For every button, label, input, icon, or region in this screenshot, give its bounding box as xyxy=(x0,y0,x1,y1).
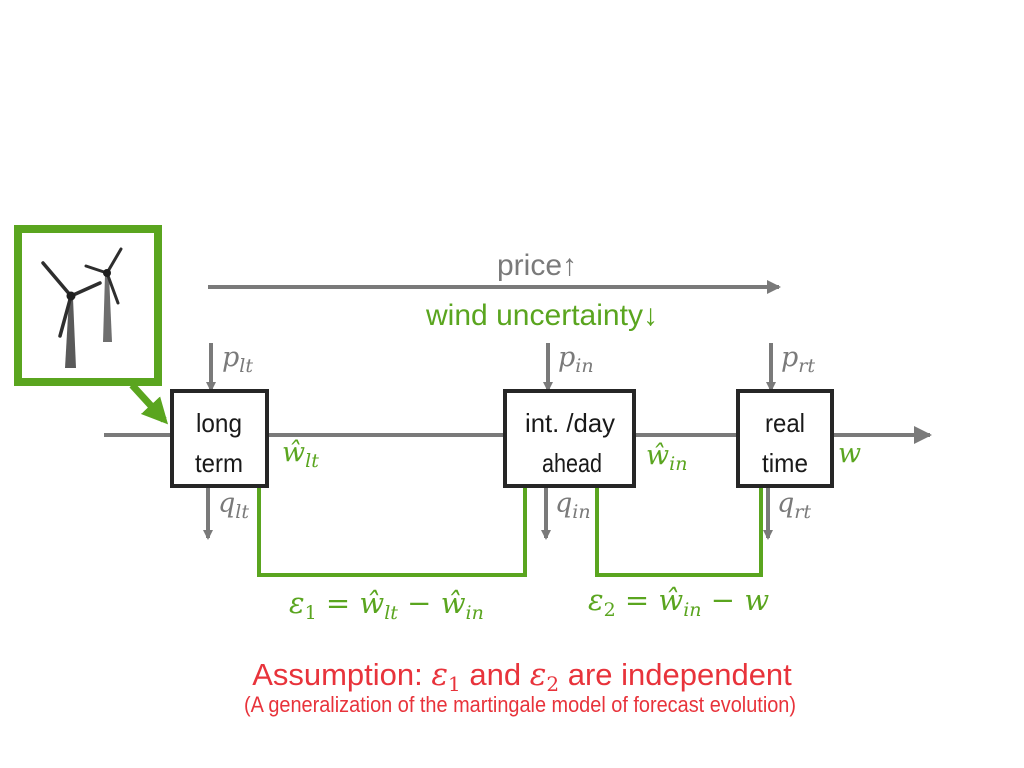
turbine-to-stage-arrow xyxy=(129,382,169,425)
e2-op: − xyxy=(702,583,745,617)
assumption-suffix: are independent xyxy=(559,657,792,692)
e2-lhs-sub: 2 xyxy=(604,599,616,621)
e1-eq: = xyxy=(317,586,360,620)
wind-uncertainty-text: wind uncertainty xyxy=(425,299,643,332)
stage-label-long-term-1: long xyxy=(196,408,242,438)
quantity-symbol-in-sub: in xyxy=(572,501,590,523)
forecast-symbol-in-main: ŵ xyxy=(646,440,669,471)
wind-uncertainty-label: wind uncertainty↓ xyxy=(425,299,658,332)
error-link-2 xyxy=(595,485,763,577)
price-symbol-rt: prt xyxy=(781,342,815,377)
stage-label-day-ahead-1: int. /day xyxy=(525,408,615,438)
price-symbol-rt-sub: rt xyxy=(798,355,815,377)
assumption-e2-main: ε xyxy=(530,657,547,693)
price-symbol-in-sub: in xyxy=(575,355,593,377)
assumption-line: Assumption: ε1 and ε2 are independent xyxy=(252,657,792,696)
price-symbol-rt-main: p xyxy=(781,342,798,373)
e1-b-main: ŵ xyxy=(441,586,466,620)
quantity-symbol-in-main: q xyxy=(555,488,572,519)
price-label-text: price xyxy=(497,249,562,282)
e1-op: − xyxy=(398,586,441,620)
stage-label-real-time-1: real xyxy=(765,408,805,438)
assumption-note: (A generalization of the martingale mode… xyxy=(244,692,796,717)
price-symbol-lt: plt xyxy=(222,342,253,377)
quantity-symbol-lt: qlt xyxy=(218,488,249,523)
forecast-symbol-lt: ŵlt xyxy=(282,437,319,472)
price-symbol-in: pin xyxy=(558,342,594,377)
quantity-symbol-lt-sub: lt xyxy=(235,501,249,523)
realized-wind-symbol: w xyxy=(838,438,861,469)
e1-lhs-main: ε xyxy=(289,586,305,620)
e1-b-sub: in xyxy=(466,602,484,624)
e2-a-sub: in xyxy=(683,599,701,621)
forecast-symbol-in: ŵin xyxy=(646,440,687,475)
quantity-symbol-rt-sub: rt xyxy=(794,501,811,523)
quantity-symbol-rt: qrt xyxy=(777,488,811,523)
error-link-1 xyxy=(257,485,527,577)
turbine-icon-group xyxy=(14,225,162,386)
quantity-symbol-lt-main: q xyxy=(218,488,235,519)
e1-lhs-sub: 1 xyxy=(305,602,317,624)
realized-wind-symbol-main: w xyxy=(838,438,861,469)
price-symbol-in-main: p xyxy=(558,342,575,373)
wind-turbines-icon xyxy=(41,247,123,368)
price-up-arrow: ↑ xyxy=(562,249,577,282)
assumption-prefix: Assumption: xyxy=(252,657,431,692)
price-symbol-lt-main: p xyxy=(222,342,239,373)
stage-box-day-ahead xyxy=(503,389,636,488)
quantity-symbol-rt-main: q xyxy=(777,488,794,519)
assumption-e1-sub: 1 xyxy=(448,672,461,696)
error-equation-2: ε2 = ŵin − w xyxy=(588,583,769,621)
wind-down-arrow: ↓ xyxy=(643,299,658,332)
forecast-symbol-lt-sub: lt xyxy=(305,450,319,472)
e2-lhs-main: ε xyxy=(588,583,604,617)
stage-label-long-term-2: term xyxy=(195,448,243,478)
price-label: price↑ xyxy=(497,249,577,282)
e1-a-main: ŵ xyxy=(359,586,384,620)
e2-eq: = xyxy=(616,583,659,617)
stage-label-day-ahead-2: ahead xyxy=(542,448,602,478)
stage-box-long-term xyxy=(170,389,269,488)
assumption-mid: and xyxy=(461,657,530,692)
e2-b-main: w xyxy=(744,583,769,617)
quantity-symbol-in: qin xyxy=(555,488,591,523)
stage-box-real-time xyxy=(736,389,834,488)
error-equation-1: ε1 = ŵlt − ŵin xyxy=(289,586,484,624)
e1-a-sub: lt xyxy=(384,602,398,624)
stage-label-real-time-2: time xyxy=(762,448,808,478)
price-symbol-lt-sub: lt xyxy=(239,355,253,377)
assumption-e1-main: ε xyxy=(431,657,448,693)
forecast-symbol-lt-main: ŵ xyxy=(282,437,305,468)
assumption-e2-sub: 2 xyxy=(546,672,559,696)
e2-a-main: ŵ xyxy=(658,583,683,617)
forecast-symbol-in-sub: in xyxy=(669,453,687,475)
turbine-frame xyxy=(14,225,162,386)
